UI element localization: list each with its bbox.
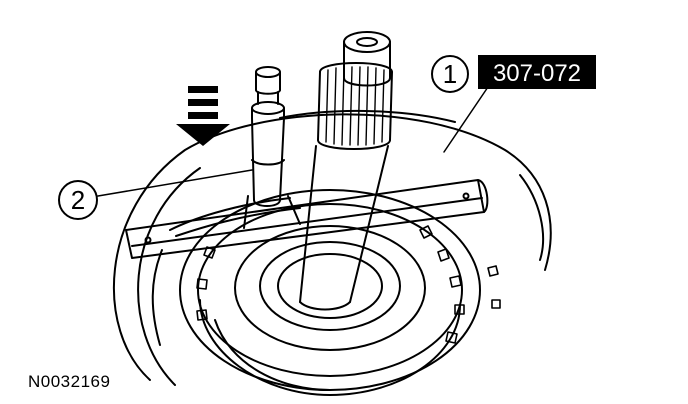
tool-number-label: 307-072 bbox=[493, 60, 581, 87]
tool-label-box bbox=[478, 55, 596, 89]
transmission-case bbox=[112, 109, 552, 386]
shaft-splines bbox=[325, 66, 385, 146]
figure-id: N0032169 bbox=[28, 372, 111, 391]
clutch-drum bbox=[179, 189, 481, 396]
callout-1: 1 307-072 bbox=[431, 55, 596, 93]
leader-line-1 bbox=[443, 83, 491, 153]
callout-2: 2 bbox=[58, 180, 98, 220]
leader-line-2 bbox=[97, 169, 253, 197]
callout-2-number: 2 bbox=[71, 185, 85, 215]
gauge-post bbox=[243, 66, 301, 229]
down-arrow-icon bbox=[176, 86, 230, 146]
special-tool-bar bbox=[125, 179, 489, 259]
callout-1-number: 1 bbox=[443, 59, 457, 89]
input-shaft bbox=[299, 31, 393, 311]
